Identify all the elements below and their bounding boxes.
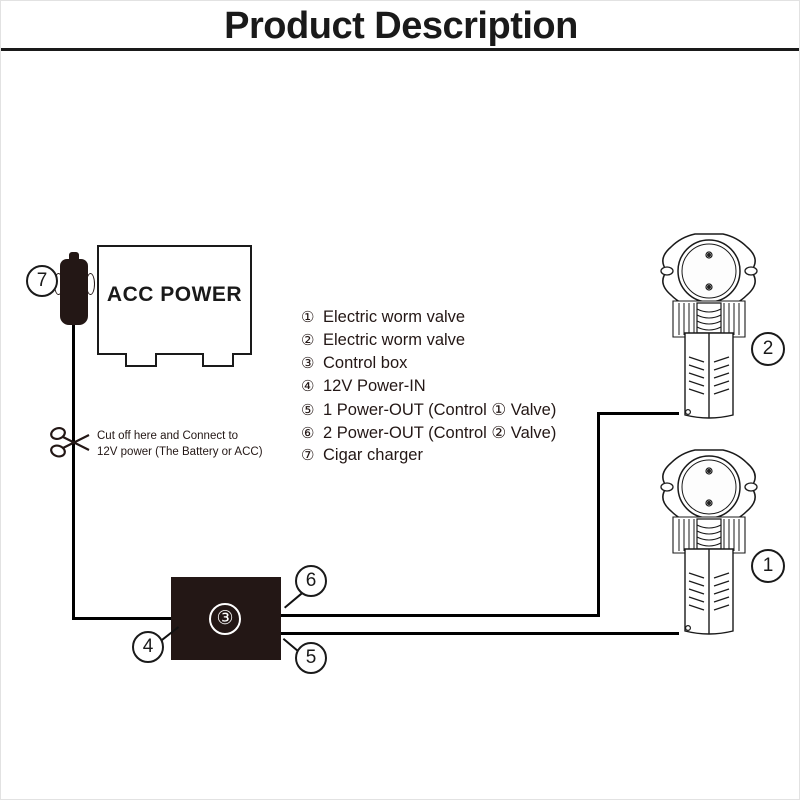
cut-off-note-line2: 12V power (The Battery or ACC) xyxy=(97,446,263,458)
wire-power-out-2-horizontal-lower xyxy=(281,614,600,617)
wire-cigar-to-control-box xyxy=(72,617,174,620)
electric-worm-valve-bottom xyxy=(649,445,769,640)
cut-off-note-line1: Cut off here and Connect to xyxy=(97,430,239,442)
legend-label-7: Cigar charger xyxy=(323,446,423,464)
legend-label-1: Electric worm valve xyxy=(323,308,466,326)
legend-number-5: ⑤ xyxy=(301,402,315,419)
legend-item-1: ① Electric worm valve xyxy=(301,308,591,331)
legend-label-4: 12V Power-IN xyxy=(323,377,426,395)
scissors-icon xyxy=(49,425,91,461)
legend-label-6: 2 Power-OUT (Control ② Valve) xyxy=(323,424,557,442)
electric-worm-valve-top xyxy=(649,229,769,424)
wire-cigar-vertical xyxy=(72,323,75,619)
legend-number-6: ⑥ xyxy=(301,425,315,442)
wire-power-out-2-vertical xyxy=(597,412,600,617)
cut-off-note: Cut off here and Connect to 12V power (T… xyxy=(97,428,287,460)
legend: ① Electric worm valve ② Electric worm va… xyxy=(301,308,591,469)
callout-power-in: 4 xyxy=(132,631,164,663)
wire-power-out-2-horizontal-upper xyxy=(597,412,679,415)
legend-number-3: ③ xyxy=(301,355,315,372)
legend-item-2: ② Electric worm valve xyxy=(301,331,591,354)
legend-number-7: ⑦ xyxy=(301,447,315,464)
legend-label-3: Control box xyxy=(323,354,408,372)
legend-item-5: ⑤ 1 Power-OUT (Control ① Valve) xyxy=(301,400,591,423)
page-title: Product Description xyxy=(224,5,578,47)
acc-power-foot-left xyxy=(125,353,157,367)
acc-power-box xyxy=(97,245,252,355)
legend-item-4: ④ 12V Power-IN xyxy=(301,377,591,400)
cigar-charger-plug xyxy=(60,259,88,325)
wire-power-out-1 xyxy=(281,632,679,635)
acc-power-label: ACC POWER xyxy=(106,283,243,306)
control-box-badge: ③ xyxy=(209,603,241,635)
legend-number-4: ④ xyxy=(301,378,315,395)
callout-valve-top: 2 xyxy=(751,332,785,366)
title-divider xyxy=(1,48,799,51)
callout-power-out-1: 5 xyxy=(295,642,327,674)
legend-item-6: ⑥ 2 Power-OUT (Control ② Valve) xyxy=(301,423,591,446)
callout-valve-bottom: 1 xyxy=(751,549,785,583)
acc-power-foot-right xyxy=(202,353,234,367)
callout-power-out-2: 6 xyxy=(295,565,327,597)
legend-item-3: ③ Control box xyxy=(301,354,591,377)
plug-tip xyxy=(69,252,79,262)
legend-label-2: Electric worm valve xyxy=(323,331,466,349)
callout-cigar-charger: 7 xyxy=(26,265,58,297)
legend-label-5: 1 Power-OUT (Control ① Valve) xyxy=(323,401,557,419)
legend-number-2: ② xyxy=(301,332,315,349)
legend-number-1: ① xyxy=(301,309,315,326)
legend-item-7: ⑦ Cigar charger xyxy=(301,446,591,469)
